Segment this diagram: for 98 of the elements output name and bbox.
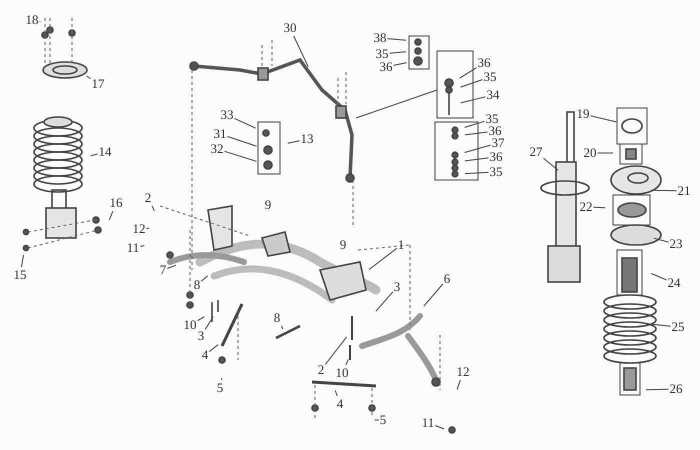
leader-line <box>593 206 606 208</box>
callout-number: 35 <box>484 70 496 84</box>
leader-line <box>324 336 347 365</box>
callout-number: 9 <box>340 238 346 252</box>
leader-line <box>393 62 407 66</box>
leader-line <box>20 254 24 268</box>
callout-number: 1 <box>398 238 404 252</box>
leader-line <box>646 388 669 390</box>
callout-number: 4 <box>202 348 208 362</box>
leader-line <box>334 390 338 396</box>
callout-number: 37 <box>492 136 504 150</box>
callout-number: 33 <box>220 108 234 122</box>
leader-line <box>464 132 488 136</box>
callout-number: 10 <box>336 366 348 380</box>
leader-line <box>200 275 208 282</box>
callout-number: 9 <box>264 198 272 212</box>
callout-number: 19 <box>576 107 590 121</box>
callout-number: 6 <box>444 272 450 286</box>
leader-line <box>464 157 489 162</box>
callout-number: 11 <box>126 241 140 255</box>
callout-number: 13 <box>300 132 314 146</box>
callout-number: 5 <box>216 381 224 395</box>
callout-number: 34 <box>486 88 500 102</box>
leader-line <box>140 245 145 247</box>
leader-line <box>434 425 445 430</box>
callout-number: 36 <box>380 60 392 74</box>
leader-line <box>464 172 489 174</box>
leader-line <box>368 248 398 270</box>
callout-number: 32 <box>210 142 224 156</box>
leader-line <box>152 206 155 212</box>
leader-line <box>653 238 669 243</box>
leader-line <box>280 325 284 330</box>
callout-number: 2 <box>144 191 152 205</box>
callout-number: 36 <box>490 150 502 164</box>
callout-number: 31 <box>214 127 226 141</box>
leader-line <box>464 144 491 153</box>
leader-line <box>204 316 214 330</box>
callout-number: 38 <box>374 31 386 45</box>
leader-line <box>460 96 486 104</box>
leader-line <box>456 380 461 390</box>
callout-number: 22 <box>580 200 592 214</box>
leader-line <box>208 344 219 352</box>
leader-line <box>224 150 257 162</box>
callout-number: 15 <box>14 268 26 282</box>
callout-number: 26 <box>670 382 682 396</box>
callout-number: 8 <box>274 311 280 325</box>
leader-line <box>197 316 205 322</box>
leader-line <box>423 284 444 307</box>
callout-number: 24 <box>668 276 680 290</box>
callout-number: 11 <box>422 416 434 430</box>
callout-number: 17 <box>92 77 104 91</box>
callout-number: 27 <box>530 145 542 159</box>
callout-number: 8 <box>194 278 200 292</box>
leader-line <box>227 136 257 147</box>
leader-line <box>464 120 485 128</box>
leader-line <box>597 152 614 154</box>
callout-number: 12 <box>456 365 470 379</box>
leader-line <box>146 228 150 229</box>
leader-line <box>590 115 617 122</box>
leader-line <box>375 291 394 312</box>
leader-line <box>108 210 114 220</box>
callout-number: 30 <box>284 21 296 35</box>
callout-number: 5 <box>380 413 386 427</box>
callout-number: 35 <box>486 112 498 126</box>
leader-line <box>387 38 406 41</box>
leader-line <box>234 118 256 129</box>
leader-line <box>460 79 483 88</box>
leader-line <box>650 190 677 192</box>
leader-line <box>345 359 349 366</box>
leader-line <box>650 273 667 280</box>
callout-number: 7 <box>160 263 166 277</box>
callout-number: 12 <box>132 222 146 236</box>
callout-number: 4 <box>336 397 344 411</box>
callout-number: 16 <box>110 196 122 210</box>
callout-number: 14 <box>98 145 112 159</box>
callout-number: 35 <box>376 47 388 61</box>
callout-number: 3 <box>198 329 204 343</box>
callout-number: 3 <box>394 280 400 294</box>
callout-number: 20 <box>584 146 596 160</box>
callout-number: 36 <box>478 56 490 70</box>
callout-number: 21 <box>678 184 690 198</box>
leader-line <box>166 264 177 269</box>
callout-number: 36 <box>488 124 502 138</box>
callout-number: 18 <box>26 13 38 27</box>
callout-number: 25 <box>672 320 684 334</box>
leader-line <box>389 51 406 54</box>
callout-number: 10 <box>184 318 196 332</box>
leader-line <box>543 158 559 171</box>
leader-line <box>287 140 300 144</box>
leader-line <box>90 154 98 156</box>
leader-line <box>221 378 222 380</box>
leader-line <box>86 75 91 80</box>
callout-number: 35 <box>490 165 502 179</box>
callout-number: 23 <box>670 237 682 251</box>
leader-line <box>459 67 477 79</box>
callout-number: 2 <box>318 363 324 377</box>
leader-line <box>648 323 671 327</box>
leader-line <box>293 36 309 68</box>
